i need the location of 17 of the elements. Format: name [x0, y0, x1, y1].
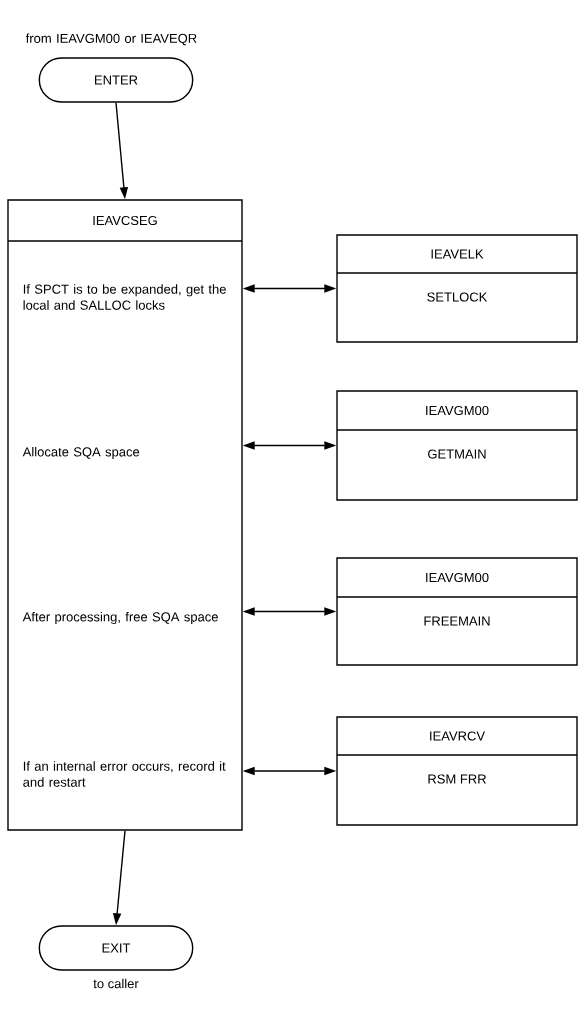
step-text: After processing, free SQA space — [22, 611, 218, 625]
module-name: IEAVGM00 — [426, 572, 489, 583]
box-title: IEAVCSEG — [93, 215, 157, 226]
step-text: If an internal error occurs, record it and restart — [23, 761, 226, 787]
routine-name: SETLOCK — [427, 292, 488, 302]
routine-name: FREEMAIN — [424, 616, 490, 626]
terminal: EXIT — [38, 925, 194, 971]
module-name: IEAVRCV — [430, 731, 485, 741]
module-name: IEAVGM00 — [426, 405, 489, 416]
module-name: IEAVELK — [431, 249, 484, 259]
exit-note: to caller — [93, 978, 139, 989]
terminal: ENTER — [38, 57, 194, 103]
entry-note: from IEAVGM00 or IEAVEQR — [25, 33, 197, 46]
step-text: If SPCT is to be expanded, get the local and SALLOC locks — [23, 284, 226, 310]
step-text: Allocate SQA space — [22, 446, 140, 460]
routine-name: RSM FRR — [428, 774, 486, 784]
routine-name: GETMAIN — [428, 449, 486, 459]
